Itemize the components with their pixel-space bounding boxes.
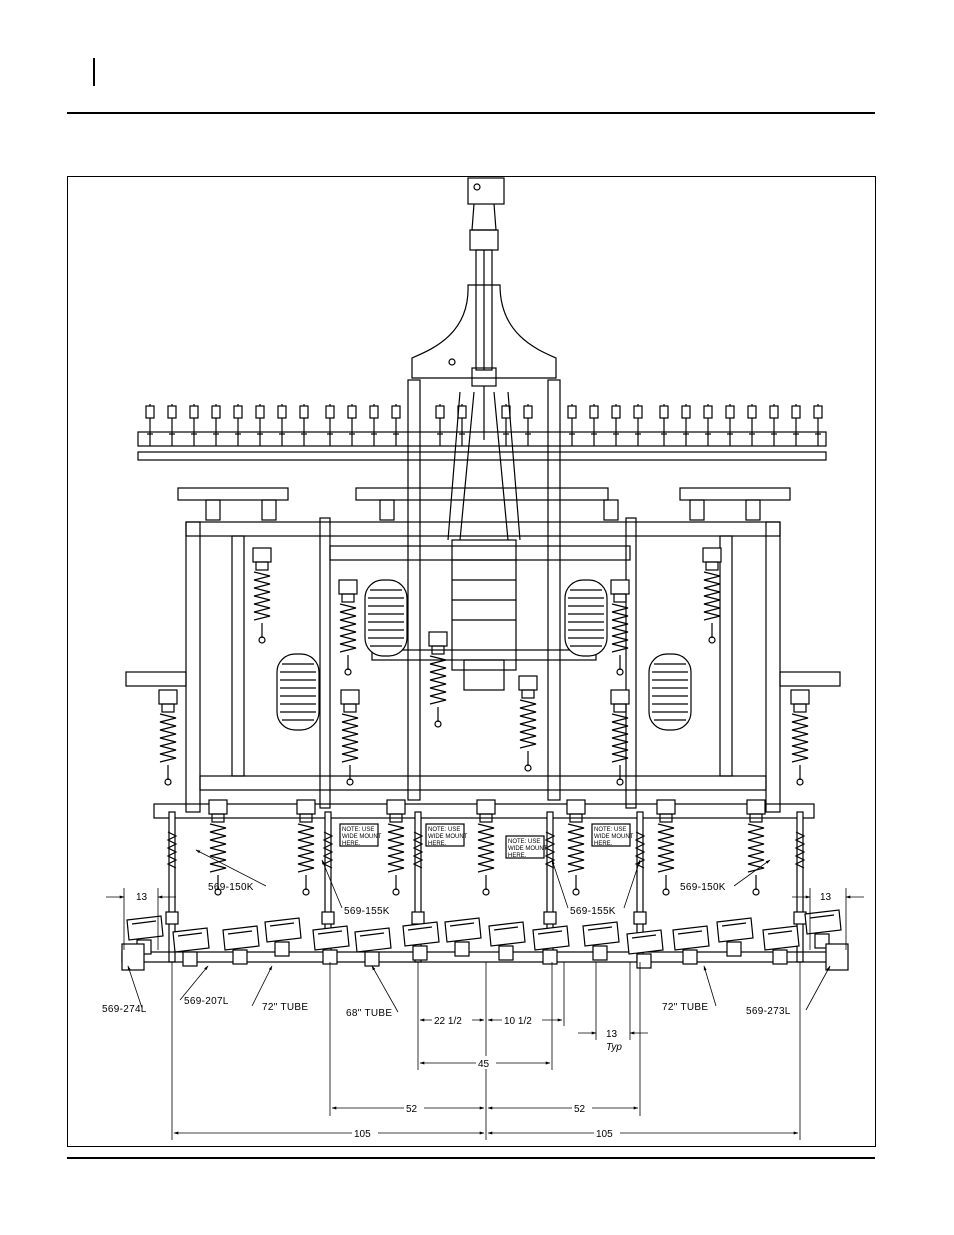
dim-52-left: 52 — [406, 1104, 418, 1115]
label-569-273L: 569-273L — [746, 1006, 791, 1017]
hitch-assembly — [412, 178, 556, 440]
note-boxes — [340, 824, 630, 858]
note-wide-mount-1-line-3: HERE. — [342, 841, 361, 847]
dim-22-half: 22 1/2 — [434, 1016, 462, 1027]
dim-105-left: 105 — [354, 1129, 371, 1140]
label-569-150K-right: 569-150K — [680, 882, 726, 893]
note-wide-mount-3-line-1: NOTE: USE — [508, 839, 540, 845]
disc-basket-row — [122, 910, 848, 970]
note-wide-mount-2-line-1: NOTE: USE — [428, 827, 460, 833]
dim-52-right: 52 — [574, 1104, 586, 1115]
rear-toolbar — [154, 800, 814, 895]
label-569-150K-left: 569-150K — [208, 882, 254, 893]
main-frame — [126, 380, 840, 812]
label-569-274L: 569-274L — [102, 1004, 147, 1015]
note-wide-mount-4-line-2: WIDE MOUNT — [594, 834, 634, 840]
label-569-155K-right: 569-155K — [570, 906, 616, 917]
dim-13-right: 13 — [820, 892, 832, 903]
label-68-tube: 68" TUBE — [346, 1008, 392, 1019]
note-wide-mount-1-line-2: WIDE MOUNT — [342, 834, 382, 840]
dim-13-left: 13 — [136, 892, 148, 903]
dim-105-right: 105 — [596, 1129, 613, 1140]
note-wide-mount-1-line-1: NOTE: USE — [342, 827, 374, 833]
note-wide-mount-2-line-2: WIDE MOUNT — [428, 834, 468, 840]
note-wide-mount-3-line-3: HERE. — [508, 853, 527, 859]
label-569-155K-left: 569-155K — [344, 906, 390, 917]
label-72-tube-right: 72" TUBE — [662, 1002, 708, 1013]
upper-spring-shanks — [159, 548, 809, 785]
dim-typ-label: Typ — [606, 1042, 622, 1053]
dim-13-typ: 13 — [606, 1029, 618, 1040]
tine-harrow-row — [138, 404, 826, 520]
label-569-207L: 569-207L — [184, 996, 229, 1007]
label-72-tube-left: 72" TUBE — [262, 1002, 308, 1013]
note-wide-mount-4-line-3: HERE. — [594, 841, 613, 847]
gauge-wheels — [277, 580, 691, 730]
dim-45: 45 — [478, 1059, 490, 1070]
note-wide-mount-4-line-1: NOTE: USE — [594, 827, 626, 833]
dim-10-half: 10 1/2 — [504, 1016, 532, 1027]
note-wide-mount-2-line-3: HERE. — [428, 841, 447, 847]
note-wide-mount-3-line-2: WIDE MOUNT — [508, 846, 548, 852]
